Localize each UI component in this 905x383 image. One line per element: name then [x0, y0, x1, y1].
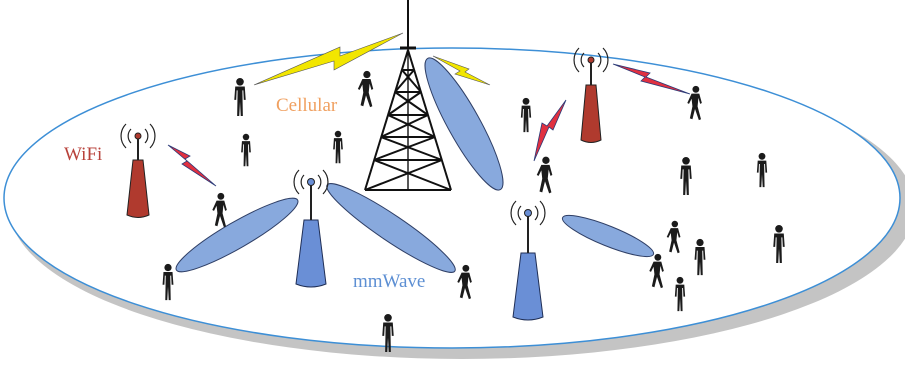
- cell-tower-icon: [364, 0, 452, 191]
- coverage-area: [3, 47, 901, 349]
- cellular-link-icon: [432, 55, 491, 86]
- beam-icon: [561, 214, 655, 258]
- wifi-link-icon: [533, 99, 567, 162]
- wifi-link-icon: [167, 144, 217, 187]
- wifi-label: WiFi: [64, 144, 103, 165]
- wireless-links: [167, 32, 691, 187]
- cellular-link-icon: [253, 32, 404, 86]
- mmwave-base-station-icon: [293, 169, 329, 288]
- wifi-access-point-icon: [573, 47, 609, 143]
- mmwave-base-station-icon: [510, 200, 546, 321]
- cellular-label: Cellular: [276, 95, 338, 116]
- beam-icon: [175, 197, 299, 273]
- wifi-access-point-icon: [120, 123, 156, 218]
- mmwave-label: mmWave: [353, 271, 426, 292]
- mmwave-beams: [175, 57, 655, 273]
- wifi-link-icon: [612, 63, 691, 95]
- beam-icon: [424, 57, 504, 191]
